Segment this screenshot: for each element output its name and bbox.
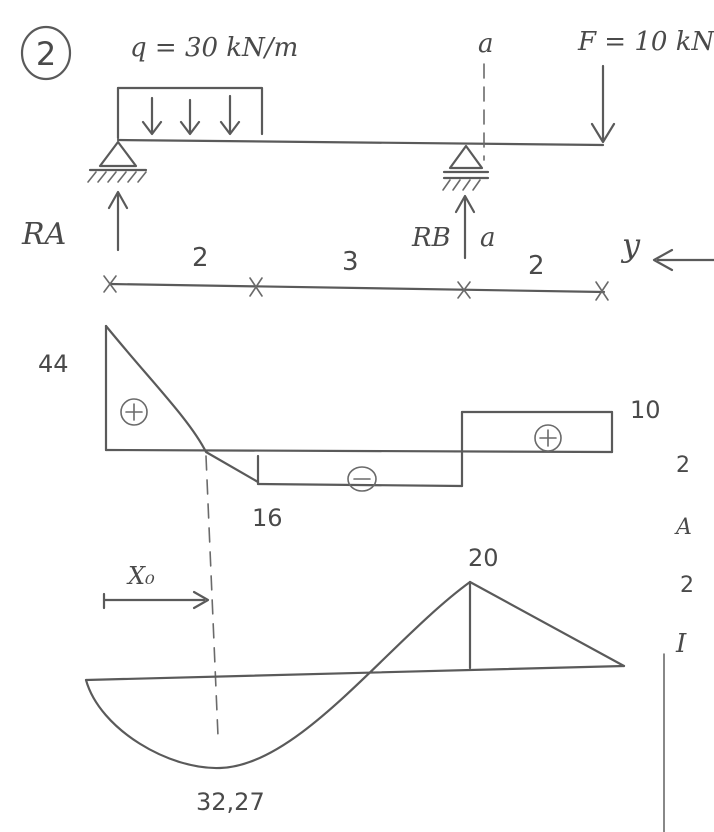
- problem-number: 2: [36, 35, 56, 73]
- moment-peak-label: 20: [468, 544, 499, 572]
- shear-right-label: 10: [630, 396, 661, 424]
- reaction-a-label: RA: [21, 217, 66, 252]
- reaction-arrow-a: [107, 190, 129, 252]
- point-load-arrow: [590, 64, 616, 144]
- section-label-side: a: [480, 223, 496, 253]
- left-support: [87, 140, 148, 183]
- shear-sign-positive-left: [120, 398, 148, 426]
- axis-y-label: y: [620, 226, 641, 264]
- reaction-b-label: RB: [411, 223, 451, 253]
- margin-fragment-2: 2: [680, 573, 694, 598]
- shear-max-label: 44: [38, 350, 69, 378]
- x0-label: X₀: [126, 562, 155, 590]
- axis-arrow: [652, 248, 714, 272]
- x0-dimension: [102, 590, 210, 610]
- shear-sign-positive-right: [534, 424, 562, 452]
- margin-fragment-1: A: [674, 515, 692, 540]
- span-1-label: 2: [192, 243, 209, 273]
- distributed-load-label: q = 30 kN/m: [130, 33, 298, 63]
- dimension-line: [103, 275, 609, 301]
- zero-shear-line: [205, 455, 219, 737]
- right-support: [442, 144, 490, 191]
- margin-fragment-4: 2: [676, 453, 690, 478]
- section-label-top: a: [478, 29, 494, 59]
- shear-min-label: 16: [252, 504, 283, 532]
- reaction-arrow-b: [454, 194, 476, 260]
- margin-fragment-3: I: [675, 629, 687, 659]
- distributed-load: [116, 86, 264, 140]
- shear-diagram: [104, 324, 614, 488]
- span-3-label: 2: [528, 251, 545, 281]
- point-load-label: F = 10 kN: [577, 27, 714, 57]
- beam-line: [116, 138, 605, 147]
- problem-number-circle: [20, 25, 72, 81]
- moment-min-label: 32,27: [196, 788, 265, 816]
- moment-diagram: [84, 580, 626, 770]
- span-2-label: 3: [342, 247, 359, 277]
- shear-sign-negative: [347, 466, 377, 492]
